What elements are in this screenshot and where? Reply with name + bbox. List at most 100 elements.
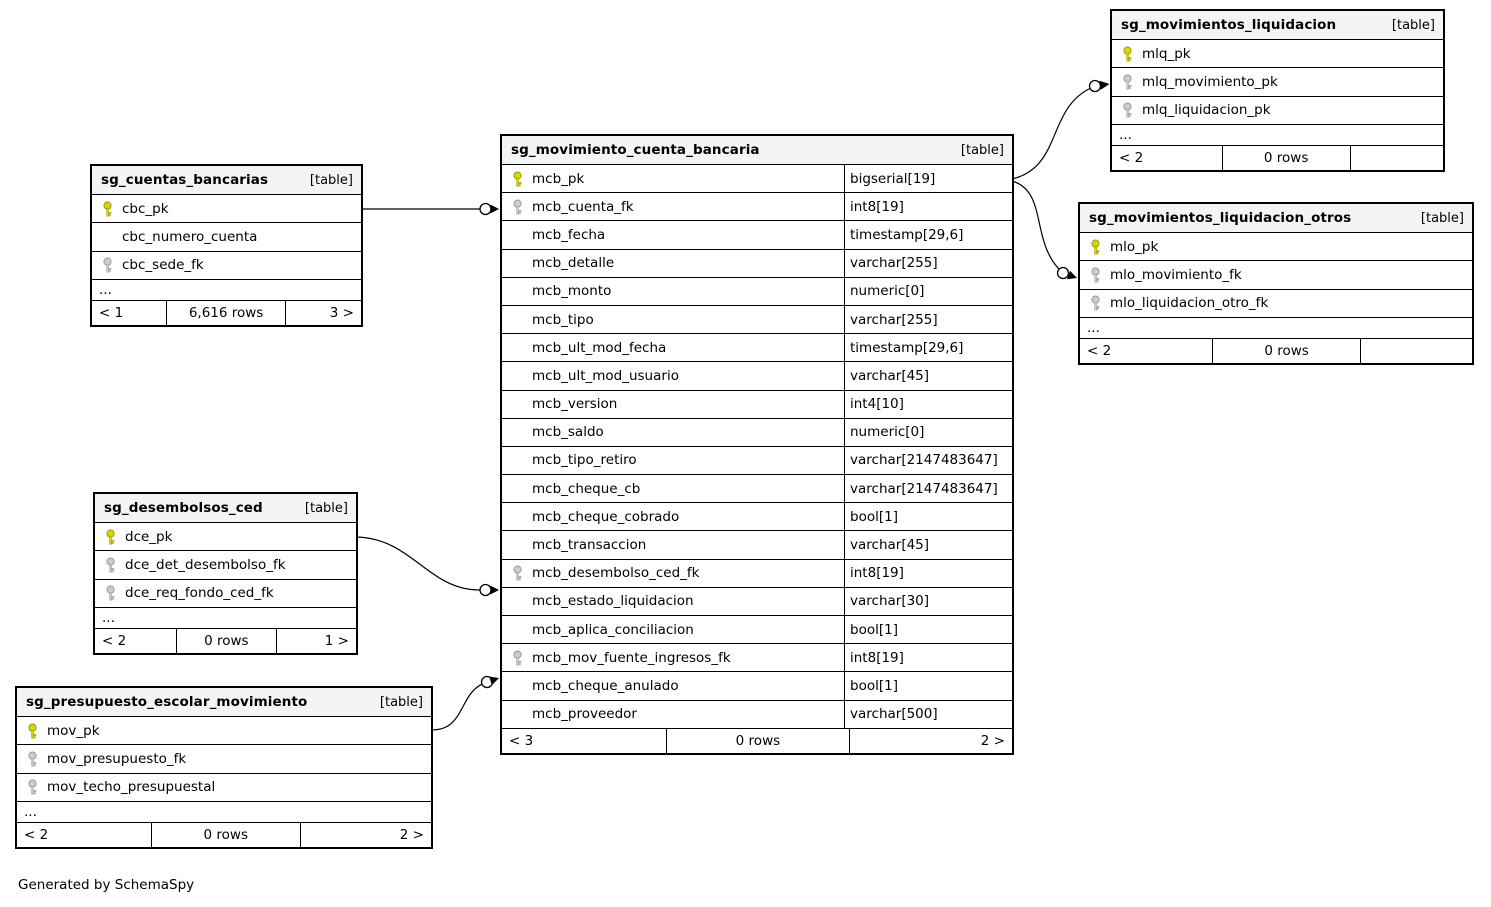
more-columns-indicator: ... [95,606,356,628]
column-name: mlq_pk [1142,45,1191,62]
degree-out-cell: 3 > [285,300,361,325]
column-name: mcb_pk [532,170,585,187]
column-row-mlq_pk: mlq_pk [1112,39,1443,67]
table-title[interactable]: sg_desembolsos_ced [104,500,263,516]
column-name: mcb_cuenta_fk [532,198,634,215]
column-row-mcb_cuenta_fk: mcb_cuenta_fk int8[19] [502,192,1012,221]
primary-key-icon [1112,46,1142,62]
table-title[interactable]: sg_movimientos_liquidacion [1121,17,1337,33]
generated-by-note: Generated by SchemaSpy [18,877,195,893]
column-name: mcb_ult_mod_fecha [532,339,667,356]
column-name: mcb_fecha [532,226,606,243]
more-columns-indicator: ... [92,278,361,300]
table-node-sg_presupuesto_escolar_movimiento[interactable]: sg_presupuesto_escolar_movimiento[table]… [15,686,433,849]
table-title[interactable]: sg_movimiento_cuenta_bancaria [511,142,760,158]
arrowhead-icon [1067,270,1077,280]
foreign-key-icon [17,779,47,795]
relationship-line [1011,180,1060,270]
foreign-key-icon [95,557,125,573]
column-type: varchar[45] [844,362,1012,390]
arrowhead-icon [489,676,499,686]
degree-in-cell: < 2 [102,632,127,649]
column-type: varchar[30] [844,587,1012,615]
table-node-sg_desembolsos_ced[interactable]: sg_desembolsos_ced [table] dce_pk dce_det_d… [93,492,358,655]
table-title[interactable]: sg_movimientos_liquidacion_otros [1089,210,1352,226]
table-node-sg_movimiento_cuenta_bancaria[interactable]: sg_movimiento_cuenta_bancaria [table] mcb_… [500,134,1014,755]
degree-out-cell: 1 > [275,628,356,653]
table-type-badge: [table] [1420,210,1464,226]
column-name: mcb_proveedor [532,706,637,723]
relationship-cbc_pk-to-mcb_cuenta_fk [363,202,499,216]
column-name: mov_presupuesto_fk [47,750,187,767]
column-type: varchar[255] [844,305,1012,334]
column-row-mcb_estado_liquidacion: mcb_estado_liquidacion varchar[30] [502,586,1012,615]
relationship-line [355,536,480,591]
table-header: sg_cuentas_bancarias [table] [92,166,361,194]
column-row-dce_req_fondo_ced_fk: dce_req_fondo_ced_fk [95,578,356,607]
column-row-mcb_desembolso_ced_fk: mcb_desembolso_ced_fk int8[19] [502,558,1012,587]
column-row-mov_techo_presupuestal: mov_techo_presupuestal [17,772,431,801]
degree-out-cell [1349,145,1443,170]
column-name: mcb_aplica_conciliacion [532,621,694,638]
column-name: cbc_numero_cuenta [122,228,258,245]
column-name: mlo_liquidacion_otro_fk [1110,295,1269,312]
column-name: mlo_pk [1110,238,1159,255]
column-name: mcb_cheque_cb [532,480,641,497]
relationship-dce_pk-to-mcb_desembolso_ced_fk [355,536,499,597]
column-name: mcb_version [532,396,618,413]
table-title[interactable]: sg_presupuesto_escolar_movimiento [26,694,308,710]
degree-out-cell: 2 > [848,728,1012,753]
column-type: varchar[255] [844,249,1012,277]
foreign-key-icon [502,650,532,666]
column-name: mcb_cheque_anulado [532,677,679,694]
column-row-cbc_pk: cbc_pk [92,194,361,222]
foreign-key-icon [1080,267,1110,283]
primary-key-icon [17,723,47,739]
more-columns-indicator: ... [1112,123,1443,145]
column-name: mlq_movimiento_pk [1142,73,1278,90]
table-type-badge: [table] [960,142,1004,158]
column-name: mcb_ult_mod_usuario [532,367,679,384]
table-type-badge: [table] [309,172,353,188]
column-type: varchar[500] [844,700,1012,728]
row-count-cell: 0 rows [666,728,848,753]
column-name: mov_techo_presupuestal [47,779,216,796]
column-row-mcb_ult_mod_usuario: mcb_ult_mod_usuario varchar[45] [502,361,1012,390]
more-columns-indicator: ... [17,800,431,822]
foreign-key-icon [502,199,532,215]
table-node-sg_movimientos_liquidacion_otros[interactable]: sg_movimientos_liquidacion_otros [table] m… [1078,202,1474,365]
column-name: mcb_desembolso_ced_fk [532,565,700,582]
column-row-dce_det_desembolso_fk: dce_det_desembolso_fk [95,550,356,578]
table-node-sg_cuentas_bancarias[interactable]: sg_cuentas_bancarias [table] cbc_pk cbc_num… [90,164,363,327]
table-header: sg_desembolsos_ced [table] [95,494,356,522]
column-row-cbc_sede_fk: cbc_sede_fk [92,250,361,279]
column-row-mlq_liquidacion_pk: mlq_liquidacion_pk [1112,95,1443,124]
column-type: varchar[2147483647] [844,446,1012,475]
arrowhead-icon [1099,80,1110,90]
table-title[interactable]: sg_cuentas_bancarias [101,172,269,188]
column-type: int8[19] [844,193,1012,221]
column-row-mlo_movimiento_fk: mlo_movimiento_fk [1080,260,1472,288]
table-type-badge: [table] [304,500,348,516]
column-type: int8[19] [844,559,1012,587]
column-name: dce_det_desembolso_fk [125,556,286,573]
column-row-dce_pk: dce_pk [95,522,356,550]
column-name: mcb_estado_liquidacion [532,593,694,610]
foreign-key-icon [1112,74,1142,90]
column-name: mcb_saldo [532,424,604,441]
row-count-cell: 0 rows [150,822,301,847]
